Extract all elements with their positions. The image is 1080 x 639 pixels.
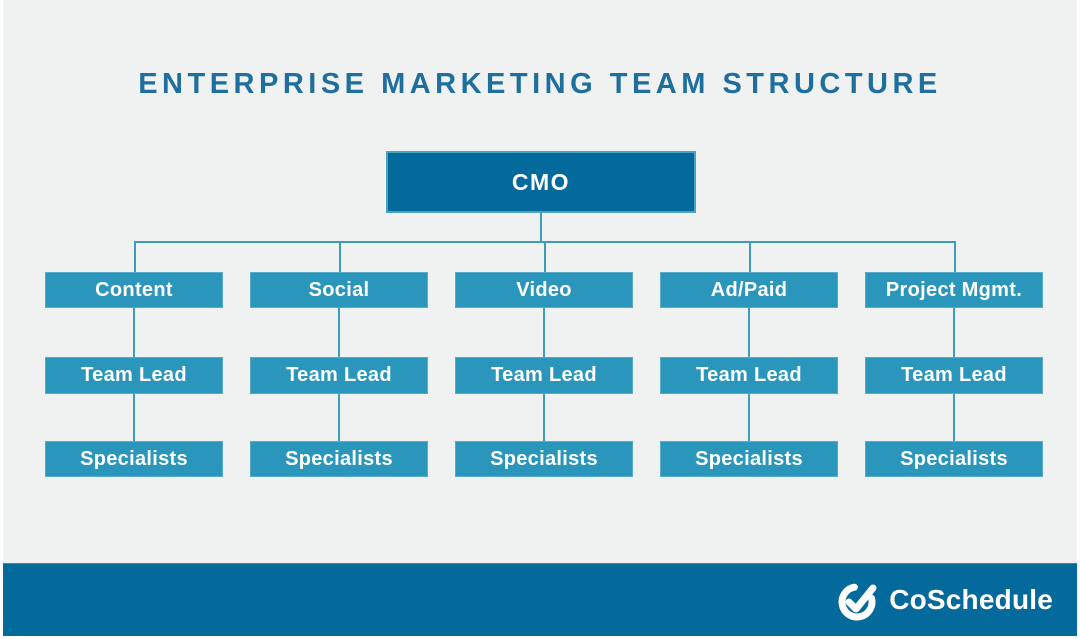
connector-lead-to-specialists [338, 394, 340, 441]
connector-drop-content [134, 243, 136, 272]
org-box-dept: Video [455, 272, 633, 308]
org-box-team-lead-label: Team Lead [696, 364, 802, 386]
org-box-cmo-label: CMO [511, 168, 571, 195]
connector-dept-to-lead [133, 308, 135, 357]
org-box-cmo: CMO [386, 151, 696, 213]
org-box-dept: Ad/Paid [660, 272, 838, 308]
org-box-team-lead: Team Lead [45, 357, 223, 394]
org-box-dept-label: Content [95, 278, 173, 301]
org-box-team-lead: Team Lead [455, 357, 633, 394]
org-box-team-lead: Team Lead [865, 357, 1043, 394]
org-box-dept-label: Project Mgmt. [885, 278, 1023, 301]
connector-drop-video [544, 243, 546, 272]
connector-dept-to-lead [543, 308, 545, 357]
org-box-team-lead: Team Lead [660, 357, 838, 394]
connector-drop-adpaid [749, 243, 751, 272]
org-column-content: Content Team Lead Specialists [45, 272, 223, 477]
org-column-social: Social Team Lead Specialists [250, 272, 428, 477]
check-circle-icon [838, 583, 877, 621]
connector-horizontal-bar [134, 241, 956, 243]
org-box-team-lead: Team Lead [250, 357, 428, 394]
org-box-specialists: Specialists [865, 441, 1043, 477]
page-title: ENTERPRISE MARKETING TEAM STRUCTURE [138, 68, 942, 100]
org-box-team-lead-label: Team Lead [286, 364, 392, 386]
org-box-team-lead-label: Team Lead [491, 364, 597, 386]
org-column-adpaid: Ad/Paid Team Lead Specialists [660, 272, 838, 477]
org-box-team-lead-label: Team Lead [81, 364, 187, 386]
org-box-specialists: Specialists [660, 441, 838, 477]
org-box-specialists-label: Specialists [80, 447, 188, 470]
org-box-specialists-label: Specialists [285, 447, 393, 470]
connector-dept-to-lead [953, 308, 955, 357]
org-box-specialists-label: Specialists [695, 447, 803, 470]
org-box-dept-label: Social [308, 278, 370, 301]
org-box-specialists: Specialists [250, 441, 428, 477]
org-column-projectmgmt: Project Mgmt. Team Lead Specialists [865, 272, 1043, 477]
org-column-video: Video Team Lead Specialists [455, 272, 633, 477]
connector-dept-to-lead [748, 308, 750, 357]
org-box-dept: Social [250, 272, 428, 308]
org-box-team-lead-label: Team Lead [901, 364, 1007, 386]
connector-cmo-drop [540, 213, 542, 242]
org-box-dept: Project Mgmt. [865, 272, 1043, 308]
connector-lead-to-specialists [748, 394, 750, 441]
connector-drop-projectmgmt [954, 243, 956, 272]
brand-lockup: CoSchedule [835, 564, 1053, 636]
connector-lead-to-specialists [953, 394, 955, 441]
org-box-specialists-label: Specialists [490, 447, 598, 470]
footer-bar: CoSchedule [3, 563, 1077, 636]
connector-drop-social [339, 243, 341, 272]
connector-dept-to-lead [338, 308, 340, 357]
org-box-specialists: Specialists [45, 441, 223, 477]
org-box-dept-label: Video [516, 278, 572, 301]
org-box-specialists-label: Specialists [900, 447, 1008, 470]
org-box-dept-label: Ad/Paid [710, 278, 788, 301]
connector-lead-to-specialists [543, 394, 545, 441]
org-box-specialists: Specialists [455, 441, 633, 477]
org-box-dept: Content [45, 272, 223, 308]
connector-lead-to-specialists [133, 394, 135, 441]
infographic-canvas: ENTERPRISE MARKETING TEAM STRUCTURE CMO … [3, 0, 1077, 636]
brand-name: CoSchedule [889, 584, 1053, 615]
